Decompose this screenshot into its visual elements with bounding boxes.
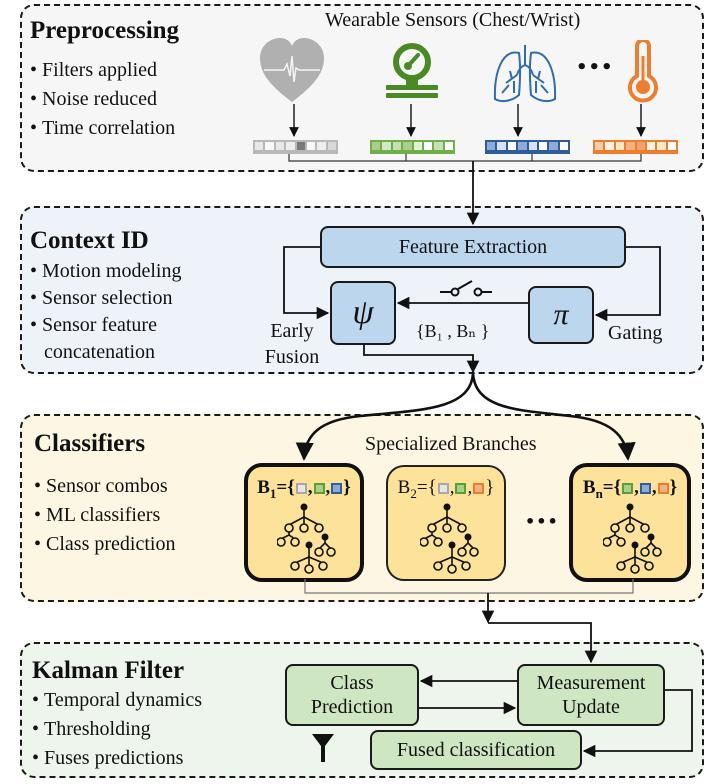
bullet: Time correlation: [30, 114, 175, 143]
decision-tree-icon: [277, 503, 336, 574]
sensor-gray-square: [295, 483, 307, 494]
sensor-green-square: [313, 483, 325, 494]
sensor-orange-square: [473, 483, 485, 494]
bullet: Sensor combos: [34, 472, 175, 501]
sensor-gray-square: [437, 483, 449, 494]
kalman-filter-title: Kalman Filter: [32, 657, 185, 684]
sensor-blue-square: [639, 483, 651, 494]
bullet: Temporal dynamics: [32, 686, 202, 715]
decision-tree-icon: [603, 503, 662, 574]
early-fusion-psi-box: ψ: [330, 281, 396, 345]
branch-ellipsis: •••: [525, 512, 559, 531]
heart-rate-icon: [260, 38, 324, 102]
classifiers-bullets: Sensor combos ML classifiers Class predi…: [34, 472, 175, 559]
bullet: Fuses predictions: [32, 744, 202, 773]
bullet: Filters applied: [30, 56, 175, 85]
branch-split-arrow: [295, 373, 475, 461]
context-id-title: Context ID: [30, 227, 149, 254]
branch-b2-label: B2={,,}: [397, 477, 495, 501]
fused-classification-box: Fused classification: [370, 730, 582, 770]
feature-vector-blue: [485, 140, 570, 154]
branch-b1-label: B1={,,}: [257, 477, 351, 501]
early-fusion-arrow: [283, 246, 330, 320]
vector-merge-line: [288, 154, 642, 162]
sensor-green-square: [622, 483, 634, 494]
sensor-blue-square: [331, 483, 343, 494]
feature-vector-orange: [593, 140, 678, 154]
bullet: ML classifiers: [34, 501, 175, 530]
decision-tree-icon: [420, 503, 479, 574]
classifiers-title: Classifiers: [34, 430, 146, 457]
branch-set-label: {B₁ , Bₙ }: [416, 321, 490, 341]
kalman-filter-bullets: Temporal dynamics Thresholding Fuses pre…: [32, 686, 202, 773]
feature-extraction-box: Feature Extraction: [320, 226, 626, 268]
bullet: Sensor selection: [30, 285, 234, 312]
thermometer-icon: [628, 40, 658, 103]
gating-label: Gating: [608, 322, 663, 344]
bullet: Thresholding: [32, 715, 202, 744]
sensors-title: Wearable Sensors (Chest/Wrist): [325, 9, 581, 31]
measurement-to-fused-arrow: [582, 689, 693, 758]
bullet: Motion modeling: [30, 258, 234, 285]
psi-output-arrow: [363, 345, 480, 374]
preprocessing-bullets: Filters applied Noise reduced Time corre…: [30, 56, 175, 143]
switch-icon: [440, 280, 492, 297]
preprocessing-title: Preprocessing: [30, 17, 180, 44]
branch-bn-label: Bn={,,}: [582, 477, 678, 501]
lungs-icon: [493, 45, 557, 103]
class-prediction-box: Class Prediction: [285, 664, 419, 726]
feature-vector-green: [370, 140, 455, 154]
pressure-gauge-icon: [386, 43, 438, 98]
bullet: Sensor feature concatenation: [30, 312, 234, 366]
sensor-green-square: [455, 483, 467, 494]
specialized-branches-title: Specialized Branches: [365, 433, 537, 455]
bullet: Noise reduced: [30, 85, 175, 114]
to-measurement-arrow: [488, 622, 598, 664]
branch-merge-line: [304, 579, 634, 594]
sensor-orange-square: [657, 483, 669, 494]
measurement-update-box: Measurement Update: [517, 664, 665, 726]
funnel-icon: [312, 734, 334, 762]
gating-pi-box: π: [528, 286, 594, 344]
gating-arrow: [594, 246, 661, 322]
early-fusion-label: Early Fusion: [264, 320, 320, 368]
sensor-ellipsis: •••: [576, 57, 614, 78]
feature-vector-gray: [253, 140, 338, 154]
context-id-bullets: Motion modeling Sensor selection Sensor …: [30, 258, 234, 366]
branch-split-arrow: [471, 373, 636, 461]
bullet: Class prediction: [34, 530, 175, 559]
branch-b2: B2={,,}: [386, 465, 506, 581]
